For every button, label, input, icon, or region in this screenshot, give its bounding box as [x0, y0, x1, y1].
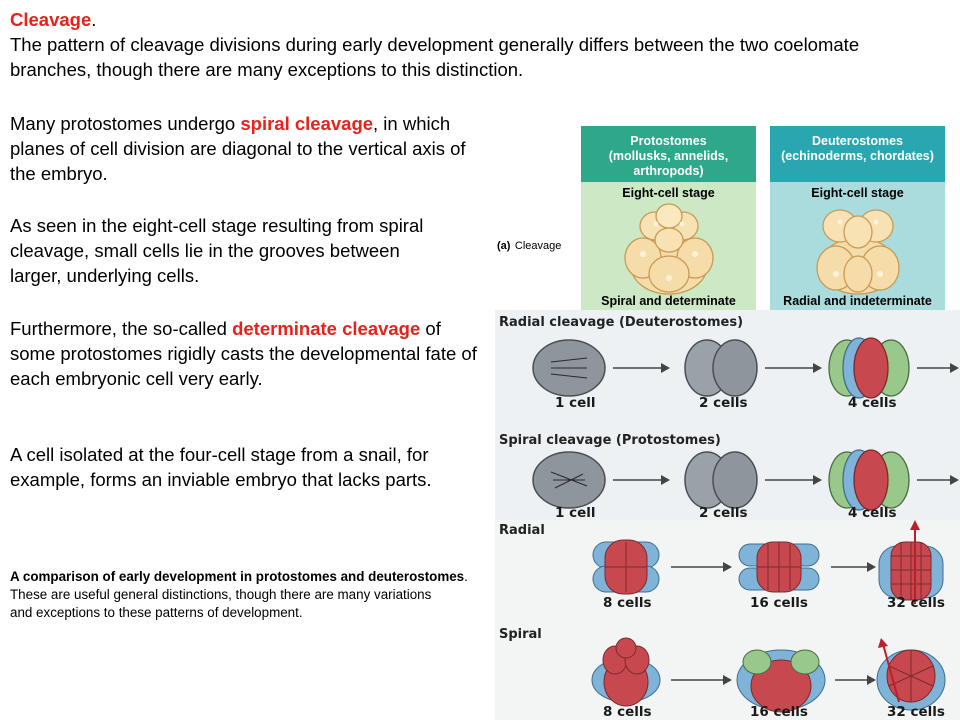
caption-dot-2: . [298, 605, 303, 620]
spiral-row-cells [532, 449, 959, 511]
proto-stage-label: Eight-cell stage [622, 186, 715, 200]
proto-pattern-label: Spiral and determinate [601, 294, 736, 308]
radial-cleavage-title: Radial cleavage (Deuterostomes) [499, 315, 743, 330]
radial-8-cells [592, 539, 660, 595]
spiral-count-1: 1 cell [555, 505, 596, 520]
cleavage-row-label: Cleavage [514, 240, 562, 252]
determinate-cleavage-term: determinate cleavage [232, 318, 421, 339]
spiral-count-2: 2 cells [699, 505, 748, 520]
deutero-pattern-label: Radial and indeterminate [783, 294, 932, 308]
paragraph-eight-cell: As seen in the eight-cell stage resultin… [10, 215, 424, 286]
paragraph-determinate: Furthermore, the so-called determinate c… [10, 316, 490, 391]
protostomes-title: Protostomes [630, 134, 707, 148]
radial-embryo-illustration [816, 209, 900, 295]
spiral-count-8: 8 cells [603, 704, 652, 720]
radial-count-32: 32 cells [887, 595, 945, 611]
title-red: Cleavage [10, 9, 92, 30]
spiral-count-4: 4 cells [848, 505, 897, 520]
radial-count-16: 16 cells [750, 595, 808, 611]
caption-dot: . [464, 569, 468, 584]
radial-label: Radial [499, 523, 545, 538]
figure-caption: A comparison of early development in pro… [10, 568, 570, 622]
spiral-16-cells [736, 649, 826, 713]
intro-paragraph: The pattern of cleavage divisions during… [10, 34, 860, 80]
slide-title: Cleavage. [10, 7, 950, 32]
radial-count-8: 8 cells [603, 595, 652, 611]
figure-c-later-stages: Radial Spiral 8 cells 16 cells 32 cells [495, 520, 960, 720]
part-label-a: (a) [497, 240, 511, 252]
radial-32-cells [878, 520, 944, 604]
radial-16-cells [738, 541, 820, 593]
paragraph-snail: A cell isolated at the four-cell stage f… [10, 444, 432, 490]
radial-count-2: 2 cells [699, 395, 748, 411]
p3-pre: Furthermore, the so-called [10, 318, 233, 339]
deuterostomes-title: Deuterostomes [812, 134, 903, 148]
spiral-label: Spiral [499, 627, 542, 642]
radial-row-cells [532, 337, 959, 399]
protostomes-subtitle: (mollusks, annelids, arthropods) [608, 149, 729, 178]
spiral-count-32: 32 cells [887, 704, 945, 720]
radial-count-4: 4 cells [848, 395, 897, 411]
p1-post: , in which planes of cell division are d… [10, 113, 466, 184]
deuterostomes-header: Deuterostomes (echinoderms, chordates) [770, 126, 945, 182]
title-dot: . [91, 9, 97, 30]
spiral-32-cells [876, 638, 946, 711]
spiral-count-16: 16 cells [750, 704, 808, 720]
protostomes-header: Protostomes (mollusks, annelids, arthrop… [581, 126, 756, 182]
caption-line-3: and exceptions to these patterns of deve… [10, 605, 299, 620]
radial-count-1: 1 cell [555, 395, 596, 411]
p3-post: of some protostomes rigidly casts the de… [10, 318, 477, 389]
caption-line-2: These are useful general distinctions, t… [10, 587, 432, 602]
deutero-stage-label: Eight-cell stage [811, 186, 904, 200]
spiral-embryo-illustration [624, 203, 714, 295]
deuterostomes-panel: Eight-cell stage Radial and indeterminat… [770, 182, 945, 310]
spiral-8-cells [591, 637, 661, 707]
protostomes-panel: Eight-cell stage Spiral and determinate [581, 182, 756, 310]
deuterostomes-subtitle: (echinoderms, chordates) [781, 149, 934, 163]
p1-pre: Many protostomes undergo [10, 113, 241, 134]
spiral-cleavage-term: spiral cleavage [240, 113, 374, 134]
caption-bold: A comparison of early development in pro… [10, 569, 465, 584]
spiral-cleavage-title: Spiral cleavage (Protostomes) [499, 433, 721, 448]
figure-b-cleavage-stages: Radial cleavage (Deuterostomes) Spiral c… [495, 310, 960, 520]
figure-a-label: (a) Cleavage [497, 236, 561, 254]
paragraph-spiral: Many protostomes undergo spiral cleavage… [10, 111, 480, 186]
